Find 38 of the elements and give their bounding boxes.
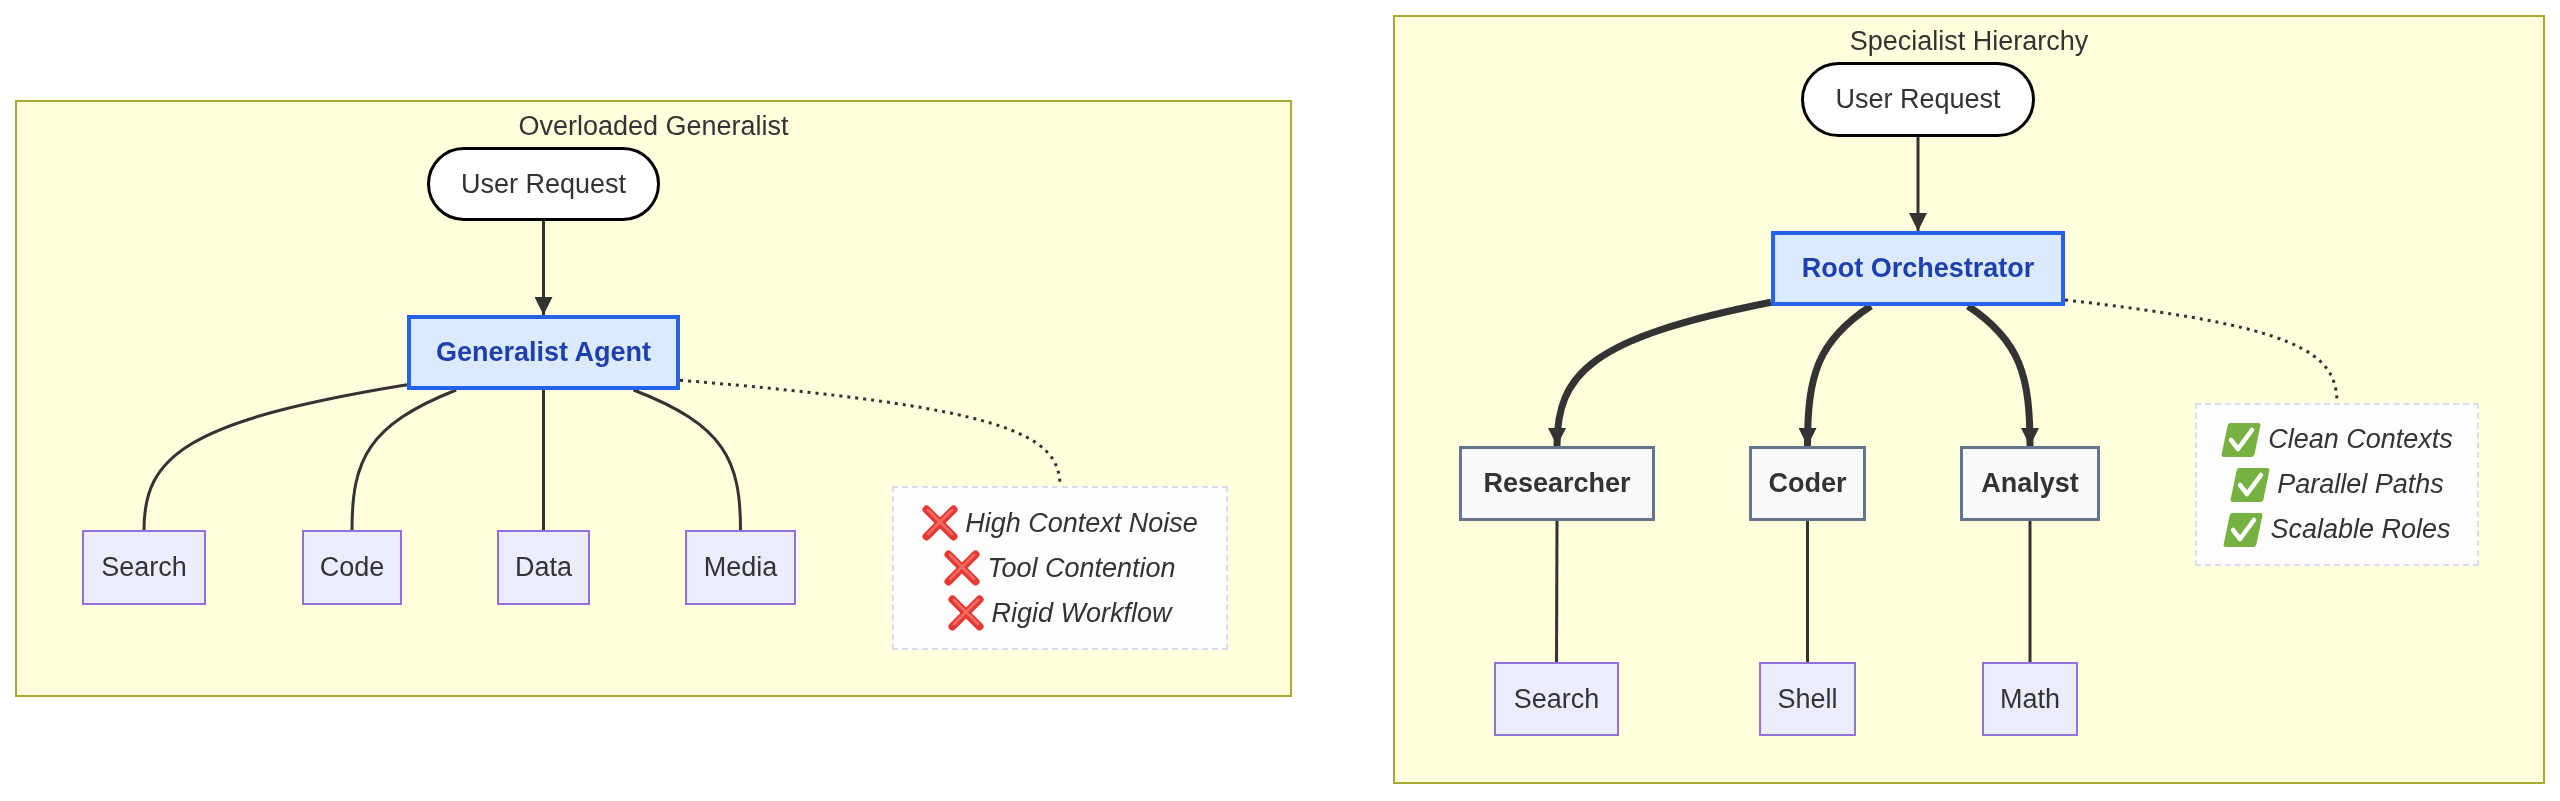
connector-line <box>1555 521 1559 662</box>
note-text: Scalable Roles <box>2270 514 2451 545</box>
tool-box: Search <box>1494 662 1619 736</box>
note-box <box>892 486 1228 650</box>
connector-line <box>542 390 545 530</box>
tool-box: Data <box>497 530 590 605</box>
arrow <box>1965 303 2039 447</box>
tool-box: Math <box>1982 662 2078 736</box>
terminal-node: User Request <box>427 147 660 221</box>
tool-box: Search <box>82 530 206 605</box>
note-text: Tool Contention <box>987 552 1176 584</box>
group-title: Overloaded Generalist <box>518 110 789 142</box>
process-box: Analyst <box>1960 446 2100 521</box>
connector-line <box>633 388 742 531</box>
tool-box: Code <box>302 530 402 605</box>
group-title: Specialist Hierarchy <box>1849 25 2089 57</box>
note-box <box>2195 403 2479 566</box>
group-panel <box>1393 15 2545 784</box>
arrow <box>1548 298 1772 447</box>
arrow <box>1798 303 1873 447</box>
note-text: Parallel Paths <box>2277 469 2444 500</box>
arrow <box>1909 137 1927 231</box>
connector-line <box>1806 521 1809 662</box>
connector-line <box>350 388 457 531</box>
highlighted-process-box: Root Orchestrator <box>1771 231 2065 306</box>
arrow <box>534 221 553 315</box>
tool-box: Media <box>685 530 796 605</box>
tool-box: Shell <box>1759 662 1856 736</box>
note-text: High Context Noise <box>965 507 1198 539</box>
process-box: Coder <box>1749 446 1866 521</box>
connector-line <box>2028 521 2032 662</box>
group-panel <box>15 100 1292 697</box>
note-text: Clean Contexts <box>2268 424 2453 455</box>
note-text: Rigid Workflow <box>991 597 1172 629</box>
terminal-node: User Request <box>1801 62 2035 137</box>
process-box: Researcher <box>1459 446 1655 521</box>
highlighted-process-box: Generalist Agent <box>407 315 680 390</box>
connector-line <box>142 383 408 531</box>
